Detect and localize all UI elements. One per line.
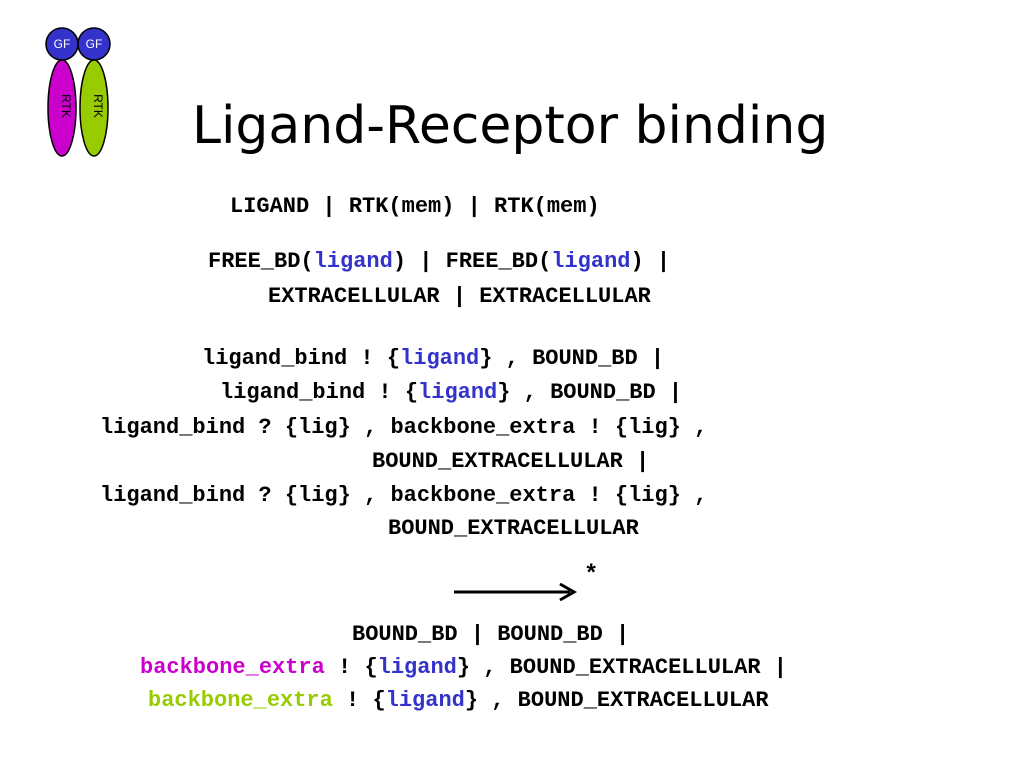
- reaction-star: *: [584, 562, 599, 589]
- gf-right-circle: [77, 27, 111, 61]
- rtk-left-label: RTK: [59, 94, 73, 118]
- ligand-keyword: ligand: [377, 655, 457, 680]
- gf-left-label: GF: [54, 37, 71, 51]
- code-line-9: BOUND_EXTRACELLULAR: [388, 514, 639, 544]
- code-line-11-suffix: } , BOUND_EXTRACELLULAR |: [456, 655, 787, 680]
- rtk-right-label: RTK: [91, 94, 105, 118]
- code-line-12-suffix: } , BOUND_EXTRACELLULAR: [464, 688, 769, 713]
- code-line-11-middle: ! {: [324, 655, 378, 680]
- gf-right-label: GF: [86, 37, 103, 51]
- slide-title: Ligand-Receptor binding: [192, 96, 829, 156]
- code-line-5-prefix: ligand_bind ! {: [220, 380, 419, 405]
- code-line-5-suffix: } , BOUND_BD |: [497, 380, 683, 405]
- ligand-keyword: ligand: [385, 688, 465, 713]
- backbone-extra-keyword: backbone_extra: [140, 655, 325, 680]
- receptor-logo: GF GF RTK RTK: [45, 27, 111, 157]
- backbone-extra-keyword: backbone_extra: [148, 688, 333, 713]
- code-line-1-text: LIGAND | RTK(mem) | RTK(mem): [230, 194, 600, 219]
- ligand-keyword: ligand: [418, 380, 498, 405]
- code-line-2-part-3: ) |: [630, 249, 671, 274]
- code-line-2: FREE_BD(ligand) | FREE_BD(ligand) |: [208, 247, 670, 277]
- code-line-5: ligand_bind ! {ligand} , BOUND_BD |: [220, 378, 682, 408]
- code-line-8-text: ligand_bind ? {lig} , backbone_extra ! {…: [100, 483, 708, 508]
- code-line-11: backbone_extra ! {ligand} , BOUND_EXTRAC…: [140, 653, 787, 683]
- code-line-9-text: BOUND_EXTRACELLULAR: [388, 516, 639, 541]
- code-line-10-text: BOUND_BD | BOUND_BD |: [352, 622, 630, 647]
- code-line-7: BOUND_EXTRACELLULAR |: [372, 447, 649, 477]
- code-line-3-text: EXTRACELLULAR | EXTRACELLULAR: [268, 284, 651, 309]
- code-line-4: ligand_bind ! {ligand} , BOUND_BD |: [202, 344, 664, 374]
- code-line-4-prefix: ligand_bind ! {: [202, 346, 401, 371]
- code-line-2-part-1: FREE_BD(: [208, 249, 314, 274]
- code-line-6-text: ligand_bind ? {lig} , backbone_extra ! {…: [100, 415, 708, 440]
- code-line-2-part-2: ) | FREE_BD(: [392, 249, 552, 274]
- code-line-12-middle: ! {: [332, 688, 386, 713]
- code-line-3: EXTRACELLULAR | EXTRACELLULAR: [268, 282, 651, 312]
- ligand-keyword: ligand: [551, 249, 631, 274]
- code-line-1: LIGAND | RTK(mem) | RTK(mem): [230, 192, 600, 222]
- code-line-6: ligand_bind ? {lig} , backbone_extra ! {…: [100, 413, 707, 443]
- code-line-4-suffix: } , BOUND_BD |: [479, 346, 665, 371]
- code-line-7-text: BOUND_EXTRACELLULAR |: [372, 449, 650, 474]
- code-line-10: BOUND_BD | BOUND_BD |: [352, 620, 629, 650]
- ligand-keyword: ligand: [400, 346, 480, 371]
- reaction-arrow-icon: [454, 582, 578, 602]
- code-line-8: ligand_bind ? {lig} , backbone_extra ! {…: [100, 481, 707, 511]
- ligand-keyword: ligand: [313, 249, 393, 274]
- code-line-12: backbone_extra ! {ligand} , BOUND_EXTRAC…: [148, 686, 769, 716]
